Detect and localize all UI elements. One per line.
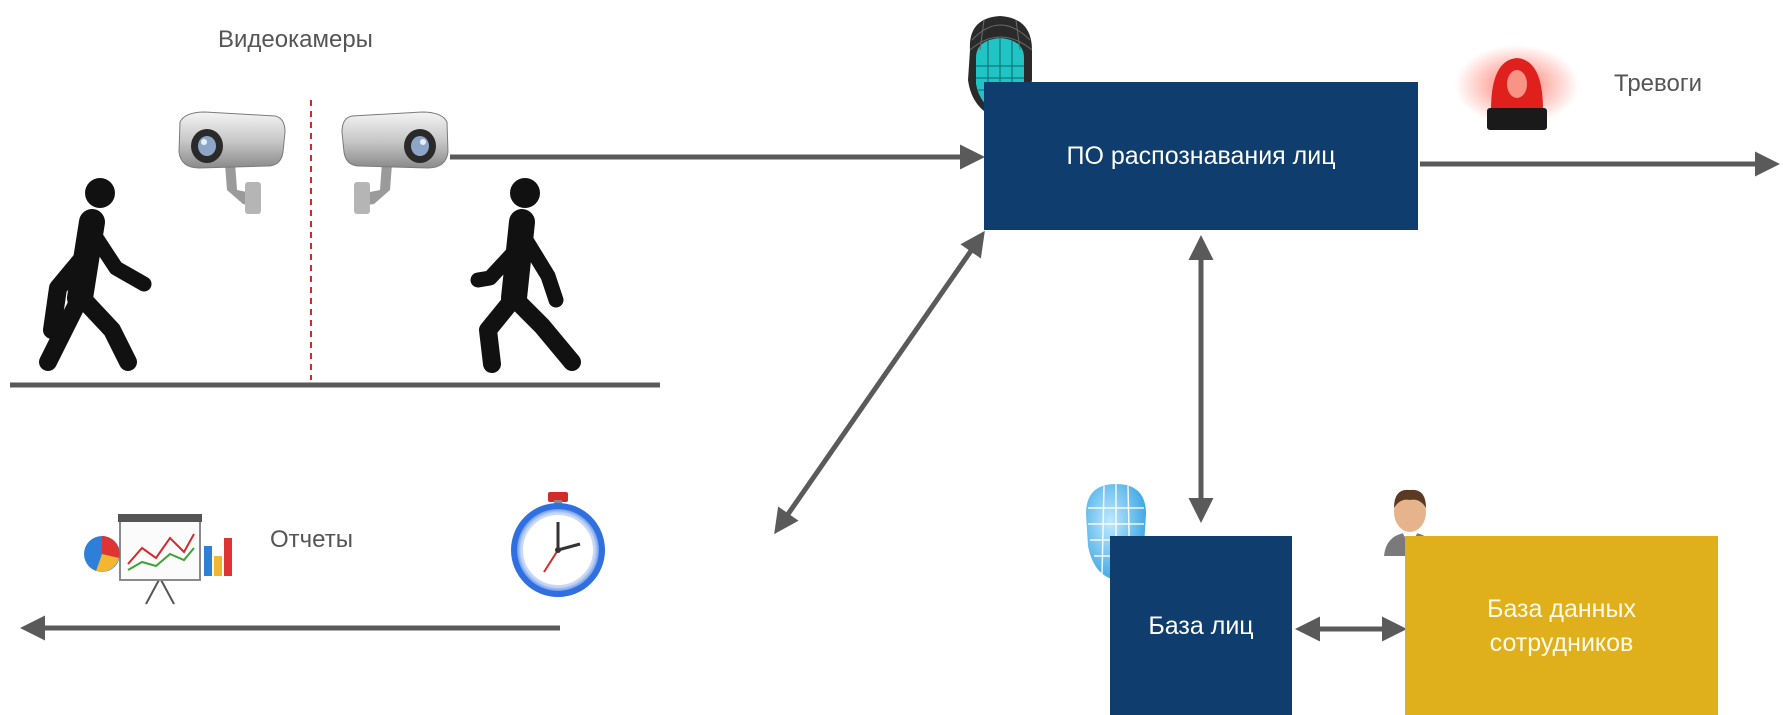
alarms-label: Тревоги bbox=[1614, 70, 1702, 97]
employee-database-label-line1: База данных bbox=[1487, 594, 1636, 623]
security-camera-icon bbox=[178, 111, 286, 214]
recognition-software-label: ПО распознавания лиц bbox=[1066, 142, 1336, 170]
arrow-recognition-reports bbox=[774, 230, 985, 535]
cameras-label: Видеокамеры bbox=[218, 26, 373, 53]
walking-person-icon bbox=[39, 178, 152, 371]
face-database-box: База лиц bbox=[1110, 536, 1292, 715]
stopwatch-icon bbox=[511, 492, 605, 597]
alarm-beacon-icon bbox=[1455, 45, 1579, 130]
reports-label: Отчеты bbox=[270, 526, 353, 553]
security-camera-icon bbox=[341, 111, 449, 214]
employee-database-box: База данных сотрудников bbox=[1405, 536, 1718, 715]
employee-database-label-line2: сотрудников bbox=[1489, 628, 1634, 657]
recognition-software-box: ПО распознавания лиц bbox=[984, 82, 1418, 230]
presentation-chart-icon bbox=[84, 514, 232, 605]
walking-person-icon bbox=[470, 178, 581, 373]
face-database-label: База лиц bbox=[1148, 611, 1254, 640]
